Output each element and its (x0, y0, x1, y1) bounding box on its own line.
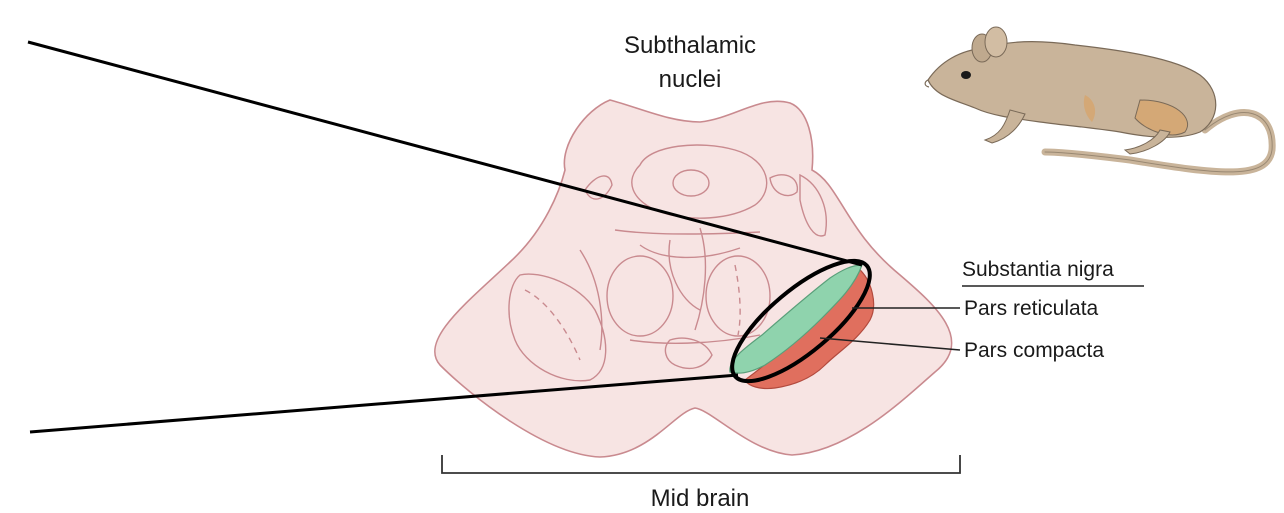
midbrain-outline (435, 100, 952, 457)
pars-compacta-label: Pars compacta (964, 339, 1104, 362)
mid-brain-bracket (442, 455, 960, 473)
subthalamic-title-line-1: Subthalamic (624, 32, 756, 59)
rat-ear (985, 27, 1007, 57)
mid-brain-label: Mid brain (651, 485, 750, 512)
substantia-nigra-heading: Substantia nigra (962, 258, 1114, 281)
rat-eye (961, 71, 971, 79)
pars-reticulata-label: Pars reticulata (964, 297, 1099, 320)
rat-illustration (925, 27, 1272, 172)
subthalamic-title-line-2: nuclei (659, 66, 722, 93)
